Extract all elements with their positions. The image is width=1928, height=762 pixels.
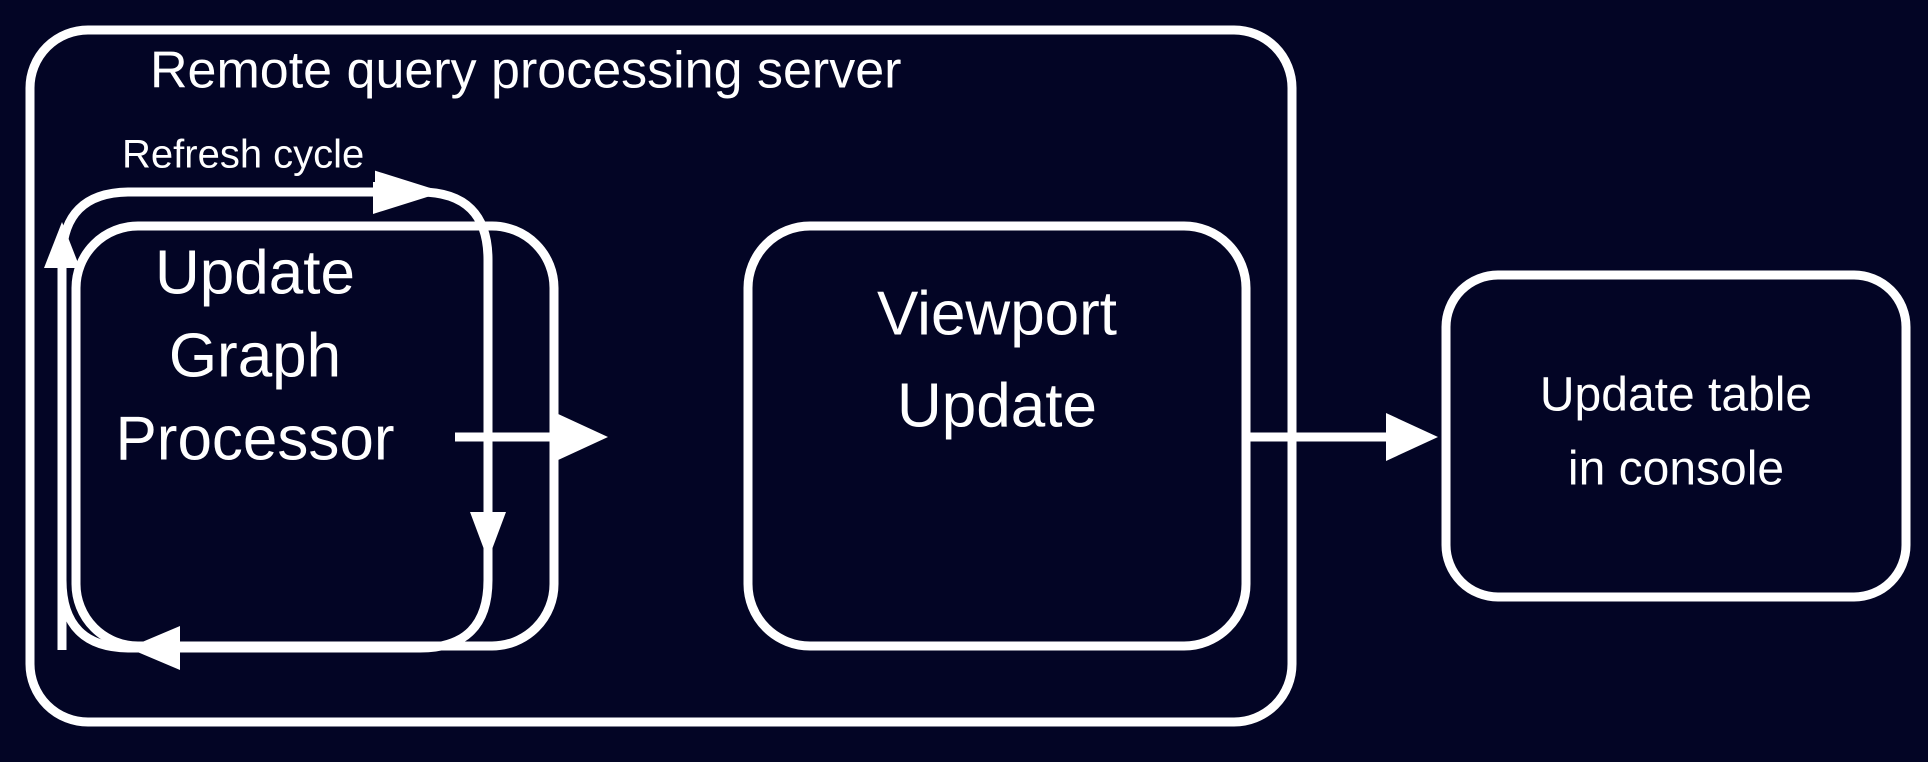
group-title-backdrop (140, 38, 900, 110)
node-update-table-in-console-line-1: Update table (1540, 369, 1812, 422)
node-update-table-in-console-line-2: in console (1568, 443, 1784, 496)
node-update-graph-processor-line-3: Processor (115, 404, 394, 473)
refresh-cycle-down-arrowhead (470, 512, 506, 560)
refresh-cycle-top-segment (57, 187, 375, 261)
node-viewport-update-line-1: Viewport (877, 279, 1117, 348)
node-update-table-in-console[interactable] (1441, 270, 1911, 602)
refresh-cycle-bottom-segment (176, 540, 493, 653)
refresh-cycle-label-backdrop (115, 132, 375, 182)
group-container-remote-query-processing-server (25, 25, 1297, 727)
node-update-graph-processor-line-2: Graph (169, 321, 341, 390)
edge-viewport-to-console-arrowhead (1386, 413, 1438, 461)
edge-ugp-to-viewport-arrowhead (556, 413, 608, 461)
node-viewport-update-line-2: Update (897, 371, 1097, 440)
refresh-cycle-right-segment (400, 187, 493, 512)
edge-label-refresh-cycle-text: Refresh cycle (122, 133, 364, 177)
node-update-graph-processor-line-1: Update (155, 238, 355, 307)
group-title-remote-query-processing-server: Remote query processing server (150, 42, 901, 100)
